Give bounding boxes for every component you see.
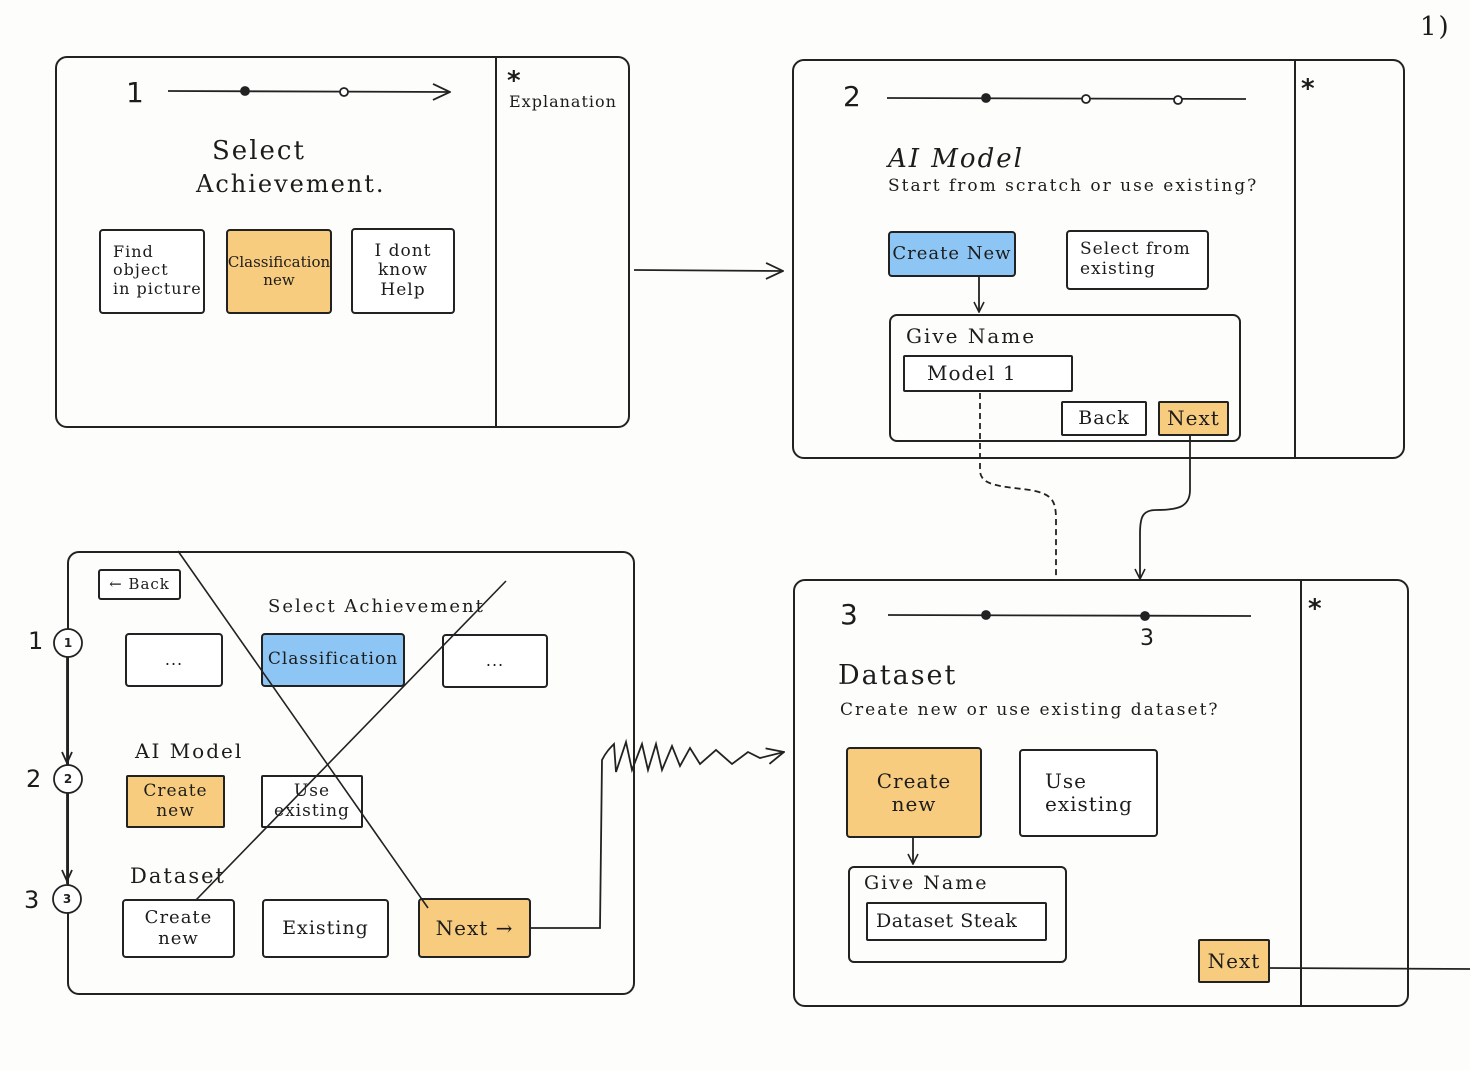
screen-3-progress-line [887,614,1252,617]
dataset-existing-button[interactable]: Existing [262,899,389,958]
screen-2-progress-dot-filled [981,93,991,103]
step-track-arrow-2 [61,751,73,766]
screen-4-back-button[interactable]: ← Back [98,569,181,600]
cross-out-line-1 [177,550,429,909]
screen-3-step-number: 3 [840,598,858,631]
screen-1-progress-line [167,91,450,92]
screen-4-next-button[interactable]: Next → [418,898,531,958]
option-dont-know-help[interactable]: I dont know Help [351,228,455,314]
step-label-3: 3 [24,886,40,914]
dataset-create-new-button[interactable]: Create new [122,899,235,958]
arrow-next-to-screen3 [1140,436,1191,579]
screen-1-progress-dot-open [339,87,349,97]
dataset-name-input[interactable]: Dataset Steak [866,902,1047,941]
step-circle-1-label: 1 [64,636,72,650]
screen-1-step-number: 1 [126,76,144,109]
screen-3-progress-label: 3 [1140,626,1154,651]
screen-1-side-star-icon: * [507,66,521,96]
option-classification-new[interactable]: Classification new [226,229,332,314]
step-circle-3-label: 3 [63,892,71,906]
next-button[interactable]: Next [1158,401,1229,436]
line-dataset-next-exit [1269,967,1470,970]
screen-2-progress-line [886,97,1247,100]
squiggle-arrow-screen4-to-screen3 [531,738,784,929]
screen-2-progress-dot-open-2 [1173,95,1183,105]
model-name-input[interactable]: Model 1 [903,355,1073,392]
screen-2-side-panel [1294,61,1403,457]
achievement-option-3[interactable]: ... [442,634,548,688]
step-circle-2 [53,764,83,794]
arrow-screen1-to-screen2 [633,270,783,271]
step-label-2: 2 [26,765,42,793]
screen-1-title-line-2: Achievement. [196,170,386,198]
screen-4-title: Select Achievement [268,596,485,617]
step-track-arrow-3 [61,869,73,884]
screen-2-step-number: 2 [843,80,861,113]
dashed-link-model-to-dataset [979,393,1057,580]
screen-3-progress-dot-2 [1140,611,1150,621]
dataset-next-button[interactable]: Next [1198,939,1270,983]
screen-1-progress-dot-filled [240,86,250,96]
ai-model-label: AI Model [135,739,244,763]
ai-model-use-existing-button[interactable]: Use existing [261,775,363,828]
dataset-give-name-label: Give Name [864,872,989,894]
option-find-object[interactable]: Find object in picture [99,229,205,314]
use-existing-dataset-button[interactable]: Use existing [1019,749,1158,837]
page-marker: 1) [1420,12,1451,42]
give-name-panel [889,314,1241,442]
step-circle-2-label: 2 [64,772,72,786]
achievement-option-classification[interactable]: Classification [261,633,405,687]
screen-3-subtitle: Create new or use existing dataset? [840,700,1220,720]
screen-2-progress-dot-open-1 [1081,94,1091,104]
screen-3-progress-dot-1 [981,610,991,620]
cross-out-line-2 [195,580,507,901]
step-circle-3 [52,884,82,914]
screen-2-side-star-icon: * [1301,74,1315,104]
screen-1-side-panel [495,58,630,426]
screen-1-title-line-1: Select [212,136,306,166]
step-circle-1 [53,628,83,658]
screen-3-side-panel [1300,581,1407,1005]
back-button[interactable]: Back [1061,401,1147,436]
screen-1-explanation-label: Explanation [509,92,617,111]
dataset-label: Dataset [130,864,226,888]
screen-3-title: Dataset [838,660,958,691]
screen-2-title: AI Model [888,144,1024,174]
create-new-dataset-button[interactable]: Create new [846,747,982,838]
step-label-1: 1 [28,627,44,655]
screen-3-side-star-icon: * [1308,594,1322,624]
screen-2-subtitle: Start from scratch or use existing? [888,176,1259,196]
give-name-label: Give Name [906,324,1037,348]
dataset-give-name-panel [848,866,1067,963]
create-new-model-button[interactable]: Create New [888,231,1016,277]
select-existing-model-button[interactable]: Select from existing [1066,230,1209,290]
ai-model-create-new-button[interactable]: Create new [126,775,225,828]
achievement-option-1[interactable]: ... [125,633,223,687]
